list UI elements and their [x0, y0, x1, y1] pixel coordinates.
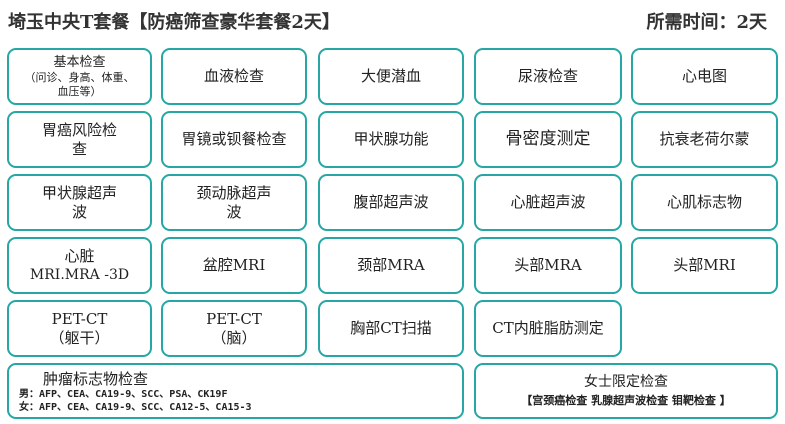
page-header: 埼玉中央T套餐【防癌筛查豪华套餐2天】 所需时间：2天	[0, 0, 785, 40]
card-pelvic-mri[interactable]: 盆腔MRI	[161, 237, 307, 294]
card-label: 颈部MRA	[357, 256, 425, 274]
card-heart-mri[interactable]: 心脏 MRI.MRA -3D	[7, 237, 152, 294]
card-label: 头部MRA	[514, 256, 582, 274]
card-label: 颈动脉超声	[196, 183, 272, 202]
card-thyroid-function[interactable]: 甲状腺功能	[318, 111, 464, 168]
required-time: 所需时间：2天	[646, 12, 767, 33]
card-head-mra[interactable]: 头部MRA	[474, 237, 622, 294]
card-label: 胸部CT扫描	[350, 319, 432, 337]
card-label: 大便潜血	[360, 67, 421, 85]
card-heart-ultrasound[interactable]: 心脏超声波	[474, 174, 622, 231]
card-label: 波	[226, 202, 242, 221]
card-label: 心电图	[681, 67, 727, 85]
card-label: 波	[71, 202, 87, 221]
card-urine-test[interactable]: 尿液检查	[474, 48, 622, 105]
card-myocardial-markers[interactable]: 心肌标志物	[631, 174, 778, 231]
card-women-only-exam[interactable]: 女士限定检查 【宫颈癌检查 乳腺超声波检查 钼靶检查 】	[474, 363, 778, 419]
card-blood-test[interactable]: 血液检查	[161, 48, 307, 105]
card-bone-density[interactable]: 骨密度测定	[474, 111, 622, 168]
card-label: 血液检查	[203, 67, 264, 85]
card-basic-exam[interactable]: 基本检查 （问诊、身高、体重、 血压等）	[7, 48, 152, 105]
card-stool-occult-blood[interactable]: 大便潜血	[318, 48, 464, 105]
tumor-markers-female: 女：AFP、CEA、CA19-9、SCC、CA12-5、CA15-3	[19, 402, 252, 413]
card-label: 女士限定检查	[584, 374, 668, 390]
card-ct-visceral-fat[interactable]: CT内脏脂肪测定	[474, 300, 622, 357]
card-sublabel: （问诊、身高、体重、	[24, 70, 135, 84]
card-thyroid-ultrasound[interactable]: 甲状腺超声 波	[7, 174, 152, 231]
card-label: 骨密度测定	[505, 129, 591, 149]
card-sublabel: 血压等）	[57, 84, 102, 98]
card-label: 腹部超声波	[353, 193, 429, 211]
card-label: （脑）	[211, 328, 257, 347]
card-ecg[interactable]: 心电图	[631, 48, 778, 105]
card-gastroscope-or-barium[interactable]: 胃镜或钡餐检查	[161, 111, 307, 168]
card-label: 头部MRI	[673, 256, 736, 274]
card-label: 心脏超声波	[510, 193, 586, 211]
tumor-markers-male: 男：AFP、CEA、CA19-9、SCC、PSA、CK19F	[19, 389, 228, 400]
card-label: 查	[71, 139, 87, 158]
card-label: CT内脏脂肪测定	[492, 319, 604, 337]
card-tumor-markers[interactable]: 肿瘤标志物检查 男：AFP、CEA、CA19-9、SCC、PSA、CK19F 女…	[7, 363, 464, 419]
card-label: 甲状腺功能	[353, 130, 429, 148]
card-label: 心脏	[64, 246, 95, 265]
card-abdominal-ultrasound[interactable]: 腹部超声波	[318, 174, 464, 231]
card-label: 盆腔MRI	[202, 256, 266, 274]
card-label: 心肌标志物	[666, 193, 742, 211]
card-anti-aging-hormone[interactable]: 抗衰老荷尔蒙	[631, 111, 778, 168]
page-title: 埼玉中央T套餐【防癌筛查豪华套餐2天】	[8, 12, 340, 33]
card-label: 肿瘤标志物检查	[43, 370, 149, 388]
card-petct-brain[interactable]: PET-CT （脑）	[161, 300, 307, 357]
card-chest-ct[interactable]: 胸部CT扫描	[318, 300, 464, 357]
card-label: 胃癌风险检	[41, 120, 117, 139]
card-label: 胃镜或钡餐检查	[181, 130, 287, 148]
card-label: 抗衰老荷尔蒙	[659, 130, 750, 148]
card-label: （躯干）	[49, 328, 110, 347]
card-label: MRI.MRA -3D	[29, 266, 130, 283]
card-label: 尿液检查	[517, 67, 578, 85]
card-sublabel: 【宫颈癌检查 乳腺超声波检查 钼靶检查 】	[521, 394, 731, 407]
card-label: 基本检查	[53, 54, 106, 70]
card-head-mri[interactable]: 头部MRI	[631, 237, 778, 294]
card-petct-torso[interactable]: PET-CT （躯干）	[7, 300, 152, 357]
card-label: 甲状腺超声	[41, 183, 117, 202]
card-carotid-ultrasound[interactable]: 颈动脉超声 波	[161, 174, 307, 231]
card-label: PET-CT	[206, 309, 262, 328]
card-neck-mra[interactable]: 颈部MRA	[318, 237, 464, 294]
card-gastric-cancer-risk[interactable]: 胃癌风险检 查	[7, 111, 152, 168]
card-label: PET-CT	[51, 309, 108, 328]
